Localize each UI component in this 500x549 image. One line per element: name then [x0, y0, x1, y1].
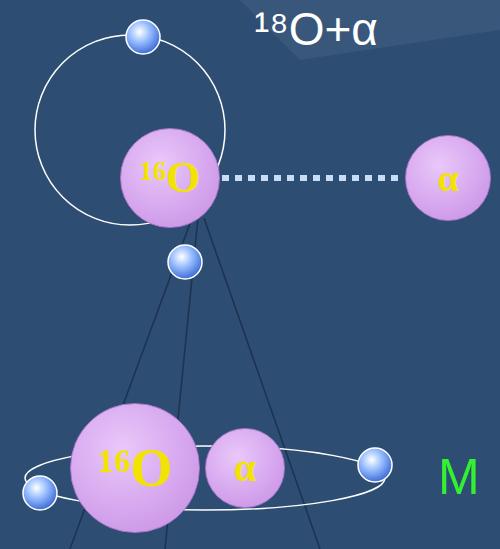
neutron-ball — [126, 20, 160, 54]
neutron-ball — [168, 245, 202, 279]
nucleus-label: ¹⁶O — [98, 441, 172, 495]
nucleus-label: α — [234, 448, 256, 488]
nucleus-label: ¹⁶O — [140, 156, 201, 200]
neutron-ball — [23, 476, 57, 510]
side-letter: M — [438, 452, 480, 502]
fan-line — [204, 218, 320, 549]
nucleus-label: α — [437, 159, 458, 197]
nucleus-circle: ¹⁶O — [120, 128, 220, 228]
light-band — [240, 0, 500, 60]
reaction-title: ¹⁸O+α — [254, 6, 378, 52]
bond-dotted-line — [222, 175, 403, 181]
nucleus-circle: α — [405, 135, 491, 221]
nucleus-circle: ¹⁶O — [70, 403, 200, 533]
neutron-ball — [358, 448, 392, 482]
nucleus-circle: α — [205, 428, 285, 508]
